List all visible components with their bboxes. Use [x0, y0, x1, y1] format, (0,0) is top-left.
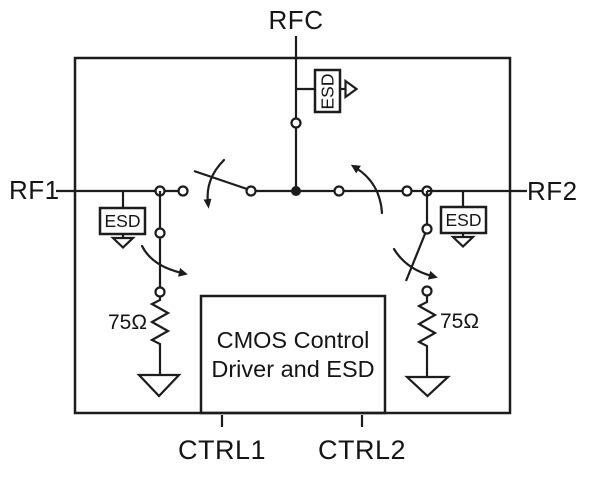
series-rf1-motion-arc	[206, 158, 226, 205]
esd-block-top-label: ESD	[317, 73, 338, 109]
esd-top-box-outline	[313, 68, 342, 114]
esd-block-top: ESD	[315, 70, 340, 112]
cmos-control-block: CMOS Control Driver and ESD	[201, 296, 385, 413]
ctrl1-port-label: CTRL1	[177, 435, 267, 465]
cmos-control-block-line1: CMOS Control	[216, 326, 370, 353]
resistor-rf1-value-label: 75Ω	[108, 311, 148, 334]
resistor-rf1-zigzag	[149, 296, 171, 375]
resistor-rf2-value-label: 75Ω	[440, 310, 480, 333]
series-rf1-pivot-contact	[245, 185, 257, 197]
rfc-switch-contact	[290, 117, 302, 129]
shunt-rf2-top-contact	[421, 223, 433, 235]
series-rf2-motion-arc	[354, 166, 384, 215]
cmos-control-block-line2: Driver and ESD	[211, 355, 375, 382]
series-rf2-pivot-contact	[333, 185, 345, 197]
esd-block-rf2: ESD	[441, 207, 486, 233]
ground-icon-small-right	[450, 235, 476, 249]
esd-block-rf2-label: ESD	[445, 209, 482, 230]
esd-block-rf1: ESD	[100, 208, 145, 234]
cmos-control-box-outline	[199, 294, 387, 415]
series-rf1-motion-arrow-icon	[203, 198, 212, 209]
series-switch-rf1	[154, 158, 292, 209]
rf2-branch	[427, 189, 527, 249]
ground-icon-large-left	[136, 373, 182, 398]
series-rf2-fixed-contact	[401, 185, 413, 197]
shunt-rf2-bottom-contact	[421, 285, 433, 297]
rf1-port-label: RF1	[9, 175, 60, 205]
shunt-rf2-motion-arc	[392, 247, 434, 278]
ctrl2-port-label: CTRL2	[317, 435, 407, 465]
rfc-branch	[290, 36, 359, 191]
shunt-rf1-motion-arrow-icon	[178, 268, 188, 277]
shunt-rf1-bottom-contact	[154, 286, 166, 298]
series-switch-rf2	[296, 164, 433, 215]
shunt-rf1-top-contact	[154, 227, 166, 239]
esd-top-arrow-icon	[344, 78, 359, 100]
shunt-rf2-blade-open	[404, 228, 429, 282]
rfc-port-label: RFC	[268, 5, 324, 35]
esd-block-rf1-label: ESD	[104, 210, 141, 231]
shunt-rf1-motion-arc	[140, 244, 184, 275]
series-rf1-blade-open	[193, 169, 251, 192]
resistor-rf2-zigzag	[416, 295, 438, 377]
shunt-switch-rf2	[392, 191, 451, 398]
rf2-port-label: RF2	[527, 176, 578, 206]
shunt-switch-rf1	[136, 191, 188, 398]
ground-icon-small-left	[110, 236, 136, 250]
ground-icon-large-right	[404, 375, 451, 398]
series-rf1-fixed-contact	[177, 185, 189, 197]
series-rf2-motion-arrow-icon	[350, 164, 361, 174]
shunt-rf2-motion-arrow-icon	[427, 270, 438, 280]
